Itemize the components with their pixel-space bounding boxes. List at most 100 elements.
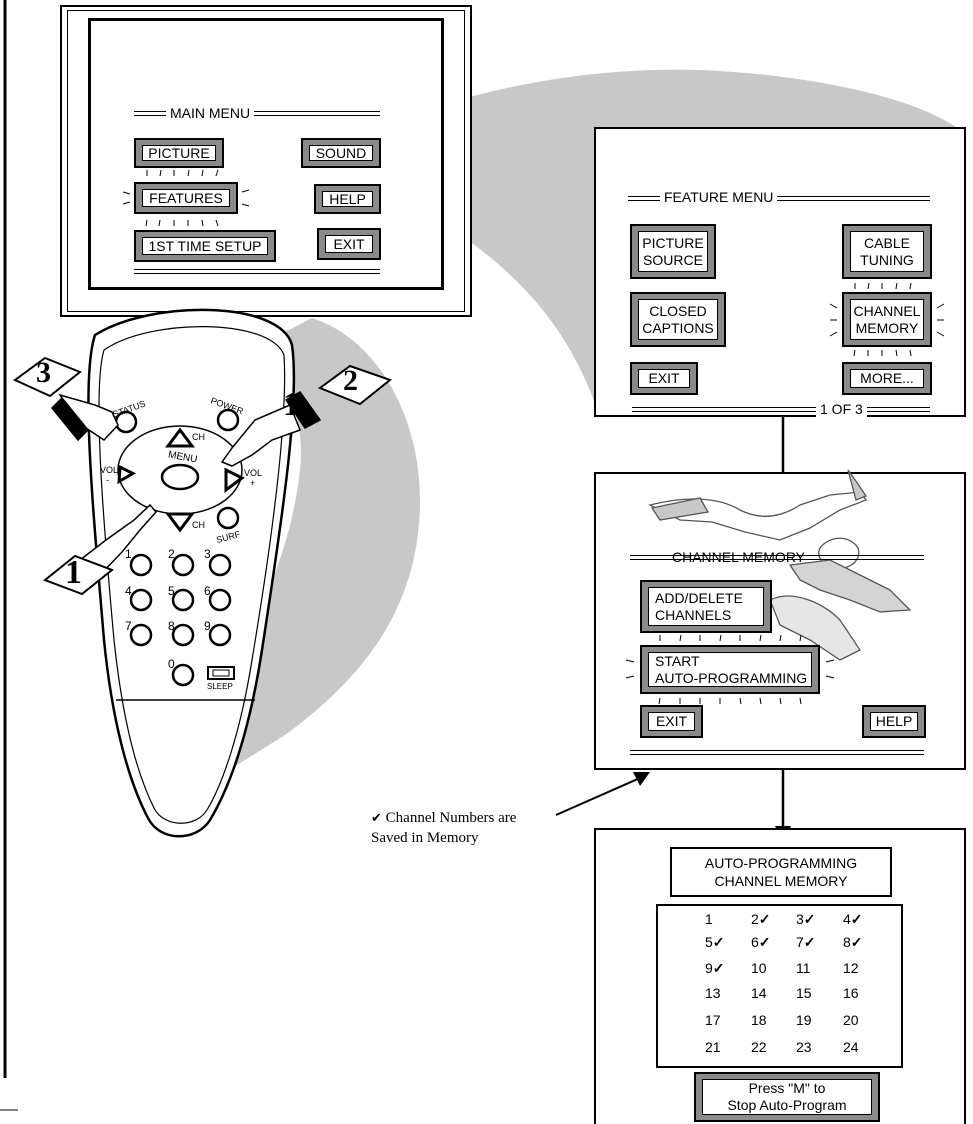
check-mark-icon: ✔	[371, 810, 382, 825]
vol-minus-button	[117, 464, 137, 485]
channel-memory-button[interactable]: CHANNEL MEMORY	[842, 292, 932, 347]
digit-label: 9	[204, 619, 211, 633]
channel-number: 24	[843, 1039, 859, 1055]
channel-number: 14	[751, 985, 767, 1001]
channel-number: 18	[751, 1012, 767, 1028]
channel-number: 23	[796, 1039, 812, 1055]
closed-captions-button[interactable]: CLOSED CAPTIONS	[630, 292, 726, 347]
channel-number: 6	[751, 934, 759, 950]
first-time-setup-button[interactable]: 1ST TIME SETUP	[134, 230, 276, 262]
main-exit-button[interactable]: EXIT	[317, 228, 381, 260]
channel-number: 11	[796, 960, 811, 976]
channel-number: 4	[843, 911, 851, 927]
menu-button	[160, 463, 200, 491]
picture-button[interactable]: PICTURE	[134, 138, 224, 168]
surf-button	[216, 506, 240, 530]
channel-number: 8	[843, 934, 851, 950]
channel-cell: 14	[751, 985, 767, 1001]
ch-up-button	[165, 427, 195, 448]
power-button	[216, 408, 240, 432]
ch-down-button	[165, 512, 195, 533]
channel-number: 20	[843, 1012, 859, 1028]
channel-memory-help-button[interactable]: HELP	[862, 705, 926, 738]
channel-memory-title: CHANNEL MEMORY	[672, 549, 806, 565]
channel-number: 17	[705, 1012, 721, 1028]
channel-cell: 11	[796, 960, 811, 976]
vol-plus-button	[224, 467, 245, 493]
channel-cell: 21	[705, 1039, 721, 1055]
channel-number: 10	[751, 960, 767, 976]
channel-cell: 24	[843, 1039, 859, 1055]
more-button[interactable]: MORE...	[842, 362, 932, 395]
annotation-arrow	[633, 772, 650, 786]
digit-label: 0	[168, 657, 175, 671]
channel-cell: 3✓	[796, 911, 816, 927]
channel-number: 16	[843, 985, 859, 1001]
add-delete-channels-button[interactable]: ADD/DELETE CHANNELS	[640, 580, 772, 633]
ch-down-label: CH	[192, 520, 205, 530]
check-icon: ✓	[758, 934, 771, 950]
channel-memory-exit-button[interactable]: EXIT	[640, 705, 703, 738]
channel-number: 9	[705, 960, 713, 976]
sound-button[interactable]: SOUND	[301, 138, 381, 168]
channel-cell: 19	[796, 1012, 812, 1028]
feature-menu-title: FEATURE MENU	[660, 189, 778, 205]
sleep-label: SLEEP	[207, 682, 233, 691]
digit-label: 6	[204, 584, 211, 598]
channel-number: 15	[796, 985, 812, 1001]
start-auto-programming-button[interactable]: START AUTO-PROGRAMMING	[640, 645, 820, 694]
check-icon: ✓	[803, 911, 816, 927]
step-1-left-label: 1	[65, 554, 82, 591]
channel-cell: 17	[705, 1012, 721, 1028]
channel-cell: 7✓	[796, 934, 816, 950]
channel-cell: 12	[843, 960, 859, 976]
check-icon: ✓	[758, 911, 771, 927]
vol-minus-sign: -	[106, 475, 109, 485]
digit-label: 1	[125, 547, 132, 561]
auto-programming-header: AUTO-PROGRAMMING CHANNEL MEMORY	[670, 847, 892, 897]
digit-label: 2	[168, 547, 175, 561]
digit-label: 7	[125, 619, 132, 633]
vol-minus-label: VOL	[100, 465, 119, 475]
channel-number: 21	[705, 1039, 721, 1055]
annotation-line-1: Channel Numbers are	[385, 810, 517, 826]
digit-label: 3	[204, 547, 211, 561]
channel-cell: 15	[796, 985, 812, 1001]
cable-tuning-button[interactable]: CABLE TUNING	[842, 224, 932, 279]
channel-number: 2	[751, 911, 759, 927]
channel-cell: 6✓	[751, 934, 771, 950]
channel-cell: 8✓	[843, 934, 863, 950]
annotation-text: ✔ Channel Numbers are Saved in Memory	[371, 808, 516, 848]
ch-up-label: CH	[192, 432, 205, 442]
channel-number: 3	[796, 911, 804, 927]
feature-menu-page: 1 OF 3	[816, 401, 867, 417]
channel-number: 1	[705, 911, 713, 927]
step-3-label: 3	[36, 356, 51, 389]
check-icon: ✓	[850, 934, 863, 950]
feature-exit-button[interactable]: EXIT	[630, 362, 698, 395]
channel-cell: 10	[751, 960, 767, 976]
picture-source-button[interactable]: PICTURE SOURCE	[630, 224, 716, 279]
digit-button	[129, 553, 153, 577]
channel-cell: 5✓	[705, 934, 725, 950]
channel-number: 7	[796, 934, 804, 950]
channel-number: 12	[843, 960, 859, 976]
step-2-label: 2	[343, 364, 358, 397]
annotation-line-2: Saved in Memory	[371, 830, 479, 846]
digit-label: 8	[168, 619, 175, 633]
channel-cell: 1	[705, 911, 713, 927]
digit-label: 4	[125, 584, 132, 598]
stop-auto-program-button[interactable]: Press "M" to Stop Auto-Program	[694, 1072, 880, 1122]
channel-cell: 20	[843, 1012, 859, 1028]
channel-number: 13	[705, 985, 721, 1001]
channel-cell: 22	[751, 1039, 767, 1055]
channel-cell: 23	[796, 1039, 812, 1055]
channel-cell: 13	[705, 985, 721, 1001]
check-icon: ✓	[712, 960, 725, 976]
help-button[interactable]: HELP	[314, 184, 381, 214]
channel-cell: 18	[751, 1012, 767, 1028]
features-button[interactable]: FEATURES	[134, 182, 238, 214]
